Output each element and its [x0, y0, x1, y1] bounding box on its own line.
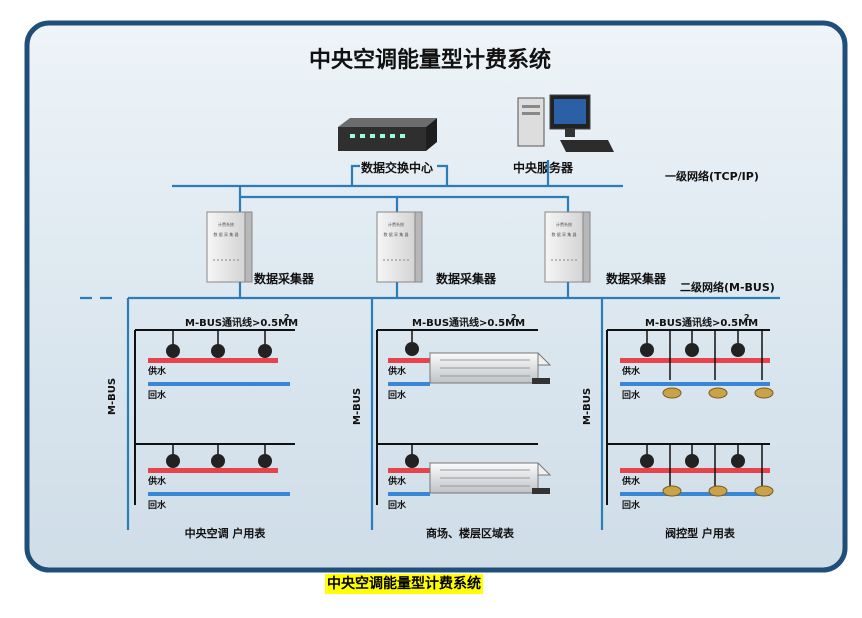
section-3-return-label-2: 回水 [622, 499, 641, 511]
section-1-bus-sup: 2 [284, 313, 290, 322]
section-1-mbus-vertical: M-BUS [107, 378, 118, 415]
level1-network-label: 一级网络(TCP/IP) [665, 169, 759, 183]
svg-text:数 据 采 集 器: 数 据 采 集 器 [551, 231, 576, 237]
section-area-meters: M-BUS通讯线>0.5MM 2 M-BUS 供水 回水 供水 [352, 298, 552, 540]
section-3-return-label: 回水 [622, 389, 641, 401]
section-valve-meters: M-BUS通讯线>0.5MM 2 M-BUS 供水 回水 供水 回水 阀控型 户… [582, 298, 774, 540]
section-3-bus-sup: 2 [744, 313, 750, 322]
section-2-return-label-2: 回水 [388, 499, 407, 511]
section-2-return-label: 回水 [388, 389, 407, 401]
switch-label: 数据交换中心 [361, 160, 433, 175]
section-3-bus-label: M-BUS通讯线>0.5MM [645, 316, 758, 329]
fan-coil-unit-icon [428, 352, 552, 384]
level2-network-label: 二级网络(M-BUS) [680, 280, 775, 294]
server-label: 中央服务器 [513, 160, 574, 175]
data-collector-3: 计费系统 数 据 采 集 器 [544, 211, 591, 283]
section-2-supply-label-2: 供水 [387, 475, 407, 487]
section-household-meters: M-BUS通讯线>0.5MM 2 M-BUS 供水 回水 供水 回水 中央空调 … [107, 298, 298, 540]
diagram-frame [24, 20, 848, 573]
section-2-bus-label: M-BUS通讯线>0.5MM [412, 316, 525, 329]
section-2-mbus-vertical: M-BUS [352, 388, 363, 425]
section-2-footer: 商场、楼层区域表 [426, 526, 515, 540]
collector-2-label: 数据采集器 [436, 271, 497, 286]
section-3-supply-label: 供水 [621, 365, 641, 377]
data-collector-1: 计费系统 数 据 采 集 器 [206, 211, 253, 283]
network-switch-icon [338, 118, 437, 151]
svg-text:数 据 采 集 器: 数 据 采 集 器 [383, 231, 408, 237]
section-1-return-label: 回水 [148, 389, 167, 401]
server-computer-icon [517, 94, 614, 152]
section-1-supply-label: 供水 [147, 365, 167, 377]
figure-caption: 中央空调能量型计费系统 [325, 574, 483, 594]
svg-text:数 据 采 集 器: 数 据 采 集 器 [213, 231, 238, 237]
section-3-footer: 阀控型 户用表 [665, 526, 736, 540]
section-3-supply-label-2: 供水 [621, 475, 641, 487]
svg-text:计费系统: 计费系统 [556, 221, 572, 227]
control-valve-icon [662, 485, 774, 497]
level2-network-lines [80, 282, 780, 300]
data-collector-2: 计费系统 数 据 采 集 器 [376, 211, 423, 283]
section-1-footer: 中央空调 户用表 [185, 526, 267, 540]
control-valve-icon [662, 387, 774, 399]
collector-3-label: 数据采集器 [606, 271, 667, 286]
fan-coil-unit-icon [428, 462, 552, 494]
level1-network-lines [172, 160, 623, 212]
section-1-return-label-2: 回水 [148, 499, 167, 511]
section-1-bus-label: M-BUS通讯线>0.5MM [185, 316, 298, 329]
svg-text:计费系统: 计费系统 [218, 221, 234, 227]
diagram-title: 中央空调能量型计费系统 [309, 47, 551, 73]
section-2-supply-label: 供水 [387, 365, 407, 377]
section-1-supply-label-2: 供水 [147, 475, 167, 487]
collector-1-label: 数据采集器 [254, 271, 315, 286]
section-3-mbus-vertical: M-BUS [582, 388, 593, 425]
svg-text:计费系统: 计费系统 [388, 221, 404, 227]
section-2-bus-sup: 2 [511, 313, 517, 322]
